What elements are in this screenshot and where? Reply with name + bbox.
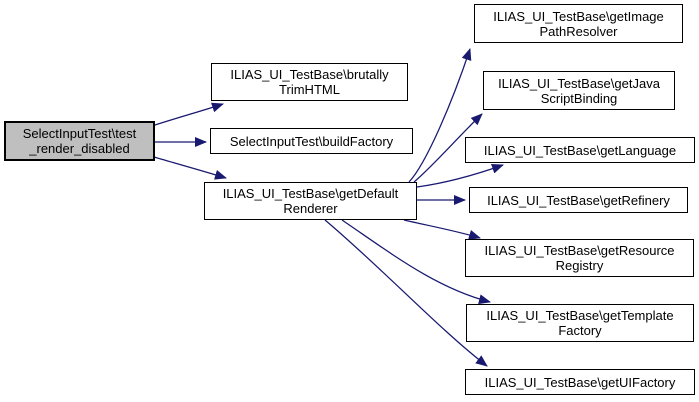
node-label-line: SelectInputTest\test: [22, 126, 137, 141]
node-brutally-trim-html[interactable]: ILIAS_UI_TestBase\brutally TrimHTML: [211, 63, 408, 101]
node-get-refinery[interactable]: ILIAS_UI_TestBase\getRefinery: [469, 187, 688, 213]
node-label-line: ILIAS_UI_TestBase\getUIFactory: [484, 374, 676, 390]
edge-get-default-renderer-to-get-image-path-resolver: [408, 48, 472, 183]
node-label-line: TrimHTML: [279, 82, 340, 97]
node-label-line: ILIAS_UI_TestBase\brutally: [230, 67, 389, 82]
node-get-java-script-binding[interactable]: ILIAS_UI_TestBase\getJava ScriptBinding: [483, 71, 675, 110]
node-test-render-disabled[interactable]: SelectInputTest\test _render_disabled: [4, 121, 155, 161]
node-get-image-path-resolver[interactable]: ILIAS_UI_TestBase\getImage PathResolver: [474, 4, 683, 43]
node-label-line: ILIAS_UI_TestBase\getResource: [484, 243, 675, 258]
node-get-resource-registry[interactable]: ILIAS_UI_TestBase\getResource Registry: [465, 239, 694, 277]
node-label-line: ILIAS_UI_TestBase\getDefault: [222, 186, 399, 201]
edge-test-render-disabled-to-brutally-trim-html: [154, 102, 224, 126]
edge-get-default-renderer-to-get-language: [416, 163, 504, 188]
node-label-line: PathResolver: [539, 23, 618, 39]
node-label-line: _render_disabled: [29, 141, 130, 156]
edge-get-default-renderer-to-get-java-script-binding: [413, 113, 483, 183]
node-get-template-factory[interactable]: ILIAS_UI_TestBase\getTemplate Factory: [466, 304, 694, 342]
edge-get-default-renderer-to-get-template-factory: [341, 219, 491, 305]
node-label-line: ILIAS_UI_TestBase\getJava: [498, 75, 660, 91]
edge-get-default-renderer-to-get-ui-factory: [324, 219, 488, 367]
node-label-line: ILIAS_UI_TestBase\getImage: [493, 8, 664, 24]
node-get-ui-factory[interactable]: ILIAS_UI_TestBase\getUIFactory: [465, 369, 695, 395]
node-label-line: ILIAS_UI_TestBase\getLanguage: [483, 142, 677, 158]
node-label-line: Registry: [555, 258, 604, 273]
node-label-line: ScriptBinding: [540, 90, 618, 106]
node-get-default-renderer[interactable]: ILIAS_UI_TestBase\getDefault Renderer: [204, 182, 417, 220]
node-label-line: Factory: [558, 323, 602, 338]
node-label-line: SelectInputTest\buildFactory: [229, 133, 394, 149]
edge-get-default-renderer-to-get-resource-registry: [403, 219, 481, 240]
node-build-factory[interactable]: SelectInputTest\buildFactory: [210, 128, 413, 154]
node-label-line: Renderer: [283, 201, 338, 216]
node-get-language[interactable]: ILIAS_UI_TestBase\getLanguage: [465, 137, 695, 163]
node-label-line: ILIAS_UI_TestBase\getTemplate: [486, 308, 674, 323]
node-label-line: ILIAS_UI_TestBase\getRefinery: [487, 192, 670, 208]
edge-test-render-disabled-to-get-default-renderer: [153, 156, 227, 180]
